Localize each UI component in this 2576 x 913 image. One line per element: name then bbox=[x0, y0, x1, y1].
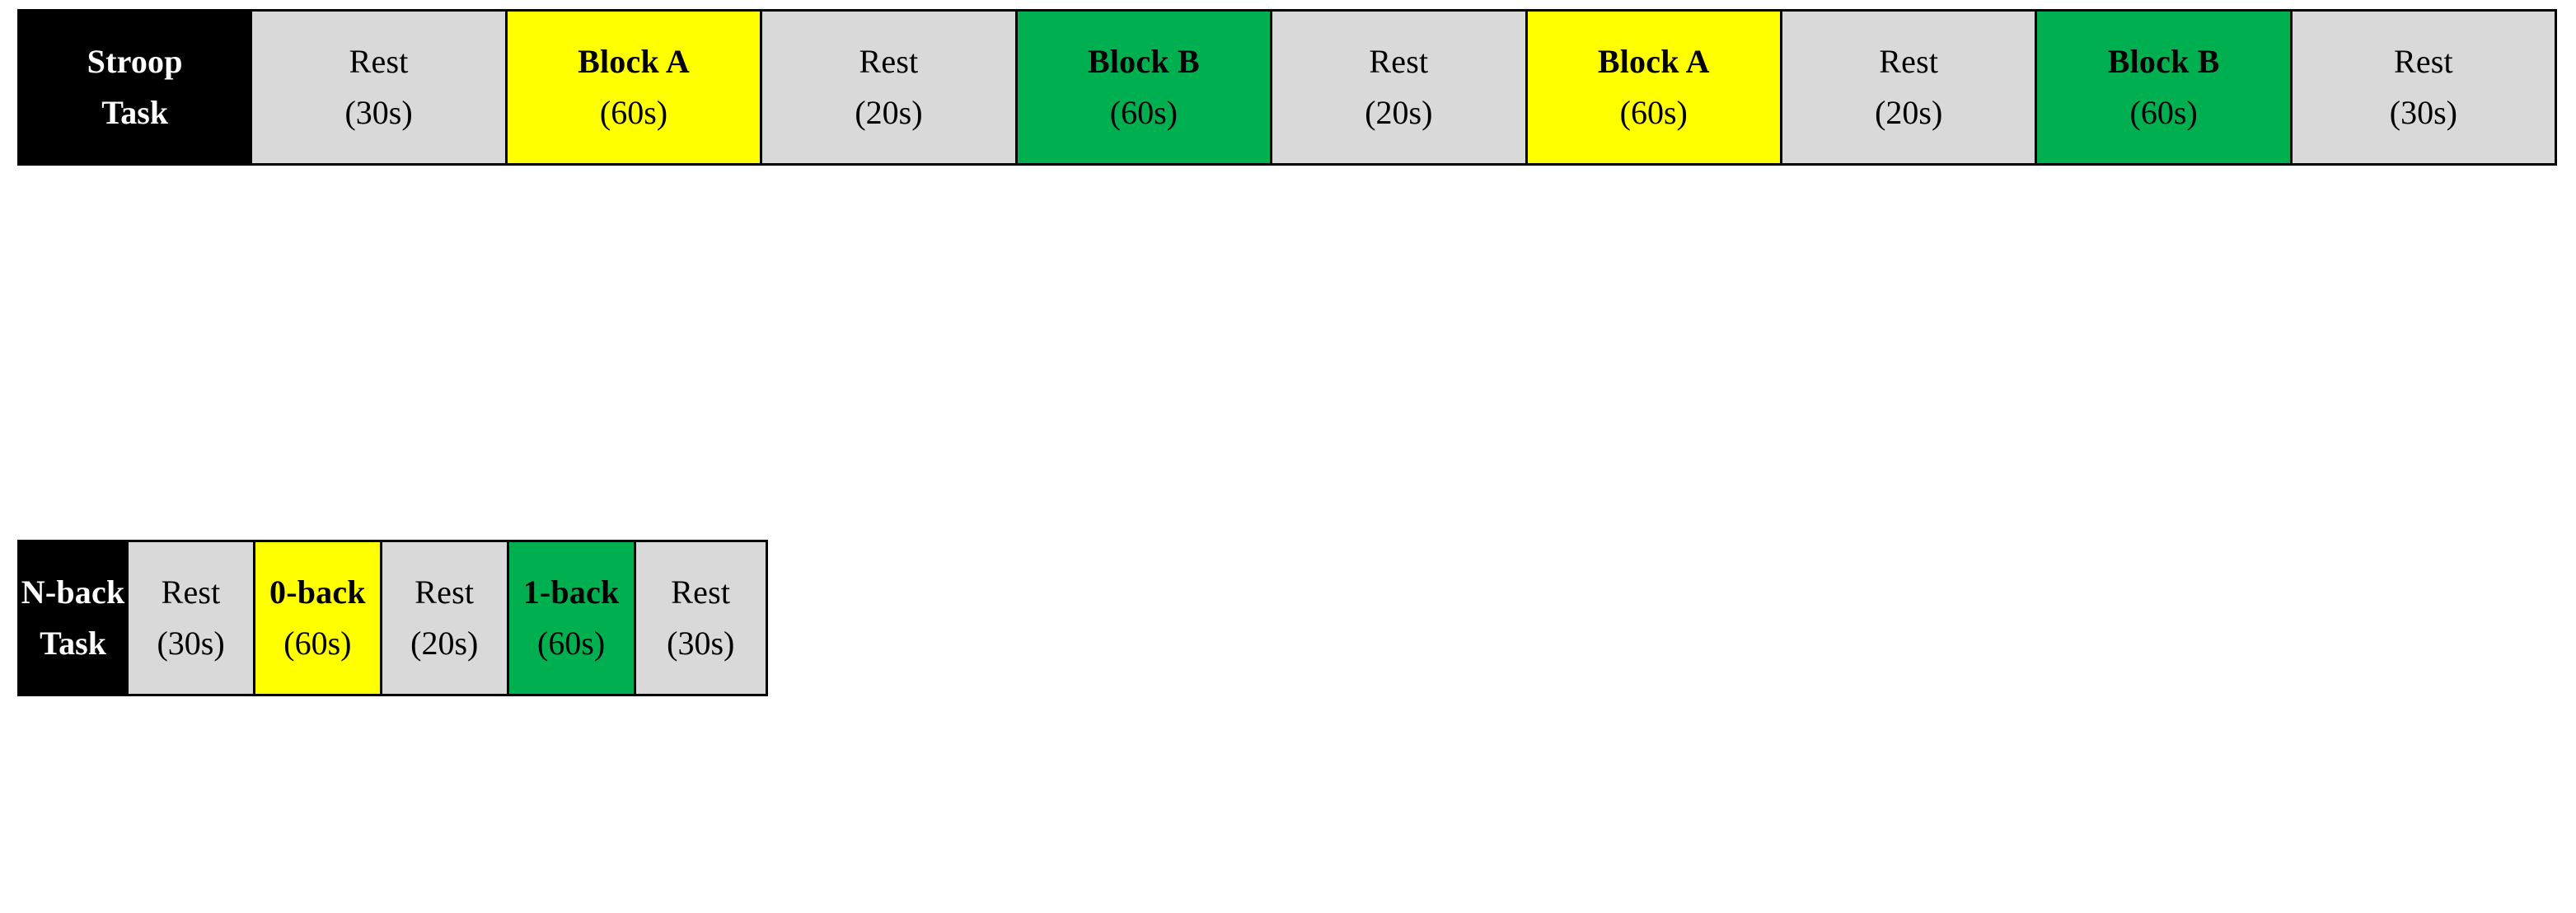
block-cell-duration: (60s) bbox=[1109, 94, 1178, 131]
block-cell-duration: (60s) bbox=[1619, 94, 1688, 131]
block-cell-label: Rest bbox=[2393, 43, 2453, 80]
block-cell-stroop-4: Block B (60s) bbox=[1017, 12, 1273, 163]
block-cell-duration: (60s) bbox=[283, 625, 352, 662]
block-cell-label: 0-back bbox=[269, 574, 366, 611]
block-cell-duration: (20s) bbox=[1365, 94, 1433, 131]
block-cell-nback-5: Rest (30s) bbox=[635, 542, 766, 694]
block-cell-stroop-7: Rest (20s) bbox=[1782, 12, 2038, 163]
block-cell-label: Rest bbox=[671, 574, 731, 611]
block-cell-stroop-5: Rest (20s) bbox=[1272, 12, 1528, 163]
block-cell-duration: (20s) bbox=[855, 94, 923, 131]
block-cell-label: Rest bbox=[859, 43, 919, 80]
block-cell-duration: Task bbox=[40, 625, 106, 662]
block-cell-label: Block A bbox=[578, 43, 690, 80]
block-cell-duration: (20s) bbox=[1875, 94, 1943, 131]
block-cell-duration: (60s) bbox=[536, 625, 606, 662]
block-cell-label: Block B bbox=[2107, 43, 2220, 80]
block-cell-duration: (30s) bbox=[157, 625, 225, 662]
block-cell-duration: (30s) bbox=[667, 625, 735, 662]
block-cell-stroop-9: Rest (30s) bbox=[2292, 12, 2555, 163]
block-cell-stroop-8: Block B (60s) bbox=[2037, 12, 2293, 163]
block-cell-nback-2: 0-back (60s) bbox=[255, 542, 382, 694]
block-cell-duration: (20s) bbox=[410, 625, 479, 662]
block-cell-nback-4: 1-back (60s) bbox=[508, 542, 636, 694]
block-cell-duration: (60s) bbox=[599, 94, 668, 131]
block-cell-stroop-2: Block A (60s) bbox=[507, 12, 763, 163]
block-cell-stroop-1: Rest (30s) bbox=[252, 12, 508, 163]
block-cell-label: N-back bbox=[21, 574, 125, 611]
block-cell-stroop-6: Block A (60s) bbox=[1527, 12, 1782, 163]
block-cell-nback-3: Rest (20s) bbox=[382, 542, 509, 694]
block-cell-label: Rest bbox=[1879, 43, 1939, 80]
block-cell-label: Stroop bbox=[87, 43, 183, 80]
block-cell-label: 1-back bbox=[522, 574, 620, 611]
block-cell-duration: Task bbox=[101, 94, 169, 131]
block-cell-stroop-3: Rest (20s) bbox=[762, 12, 1018, 163]
block-cell-label: Rest bbox=[1369, 43, 1429, 80]
block-cell-label: Block A bbox=[1597, 43, 1710, 80]
block-cell-duration: (30s) bbox=[344, 94, 413, 131]
block-cell-label: Rest bbox=[161, 574, 221, 611]
block-cell-duration: (30s) bbox=[2389, 94, 2457, 131]
block-cell-label: Rest bbox=[349, 43, 409, 80]
block-cell-nback-1: Rest (30s) bbox=[129, 542, 255, 694]
block-cell-duration: (60s) bbox=[2129, 94, 2198, 131]
block-cell-label: Rest bbox=[415, 574, 475, 611]
block-cell-label: Block B bbox=[1087, 43, 1200, 80]
